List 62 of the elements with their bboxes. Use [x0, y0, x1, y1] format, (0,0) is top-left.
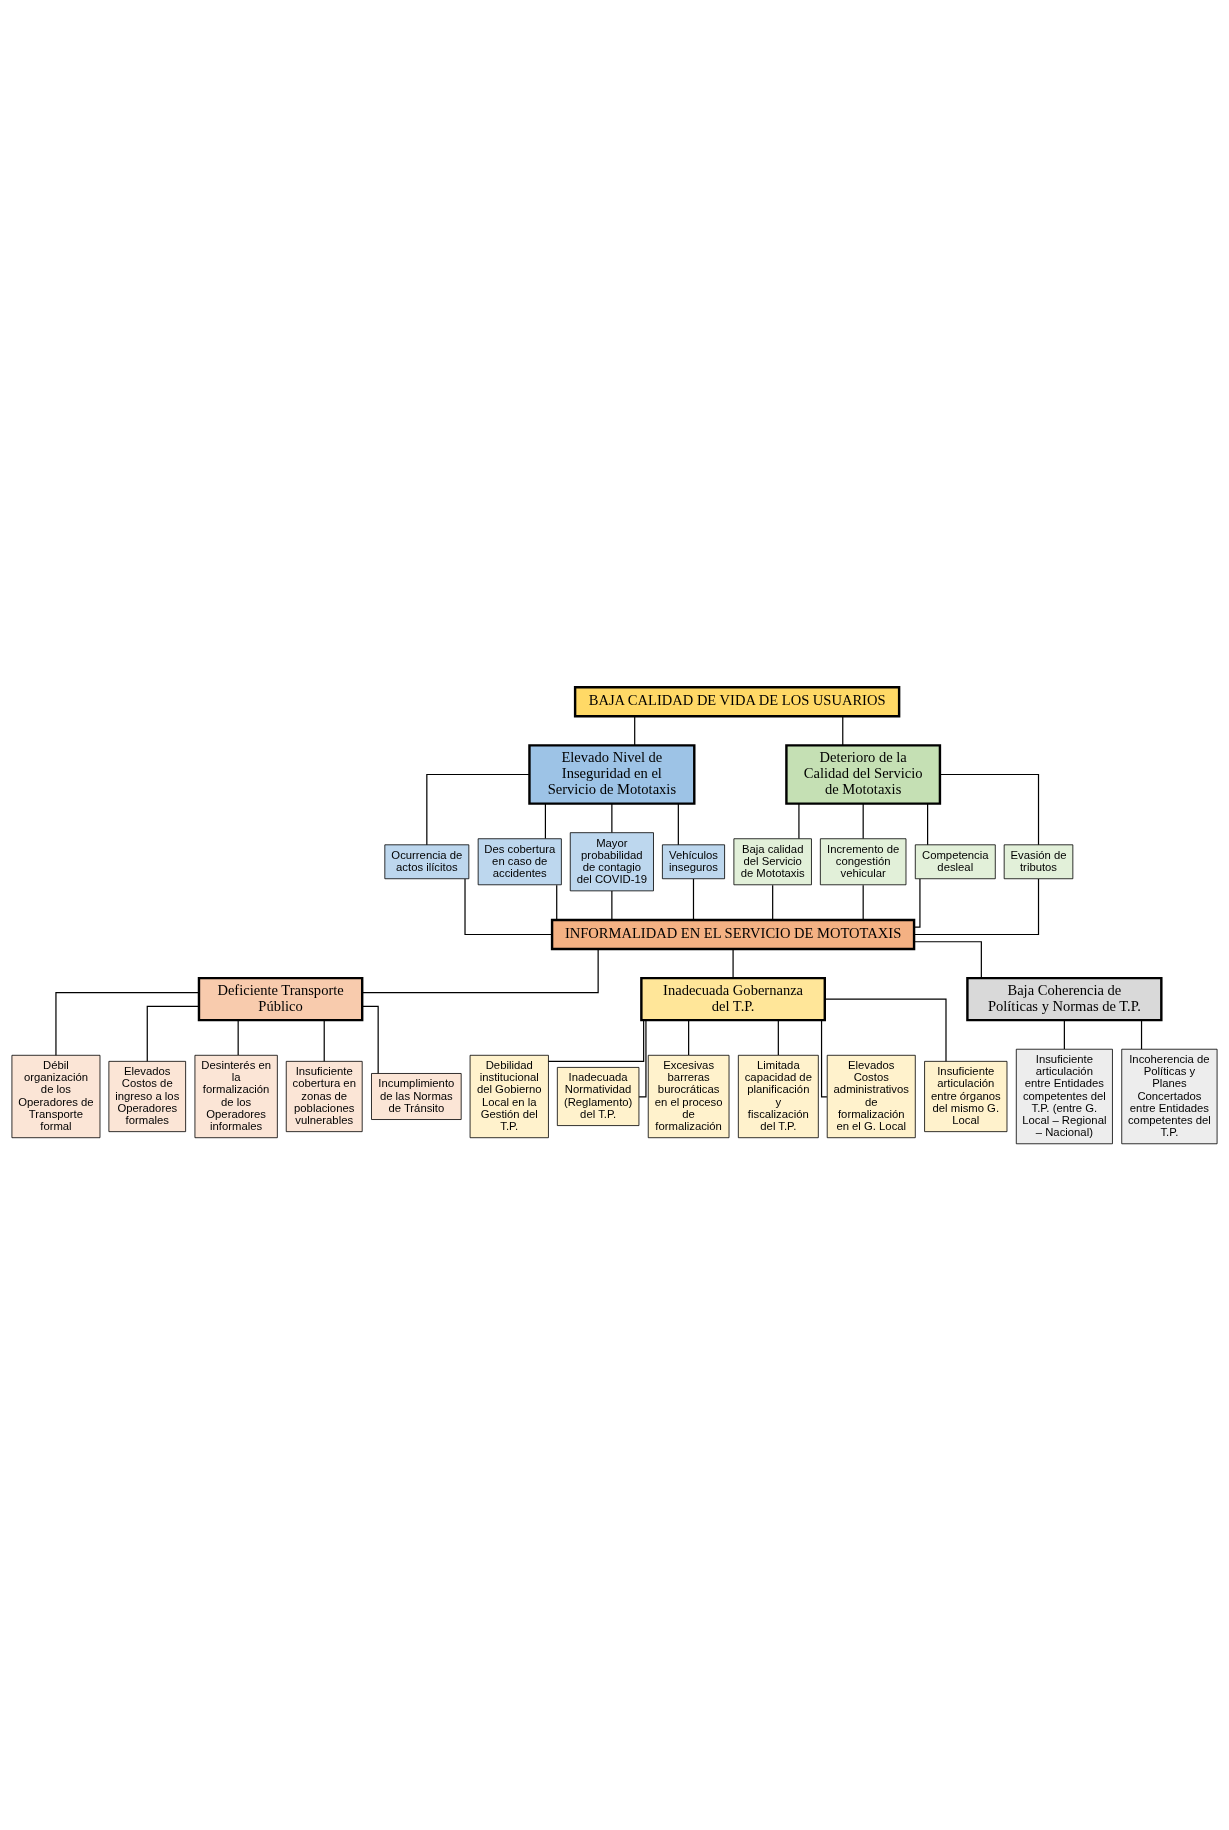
connector — [688, 1019, 690, 1056]
connector — [862, 802, 864, 839]
connector — [361, 948, 599, 993]
connector — [361, 1005, 379, 1074]
connector — [611, 889, 613, 920]
connector — [772, 884, 774, 920]
connector — [913, 940, 982, 979]
connector — [913, 877, 921, 928]
connector — [544, 802, 546, 839]
node-box: Des cobertura en caso de accidentes — [477, 837, 562, 885]
connector — [798, 802, 800, 839]
node-box: BAJA CALIDAD DE VIDA DE LOS USUARIOS — [573, 685, 901, 718]
connector — [611, 802, 613, 833]
node-box: Competencia desleal — [914, 843, 996, 879]
connector — [777, 1019, 779, 1056]
connector — [820, 1019, 828, 1097]
connector — [939, 773, 1040, 845]
node-box: Insuficiente cobertura en zonas de poblaciones vulnerables — [285, 1060, 363, 1132]
connector — [426, 773, 530, 845]
node-box: Limitada capacidad de planificación y fiscalización del T.P. — [737, 1054, 819, 1138]
connector — [237, 1019, 239, 1056]
node-box: Deficiente Transporte Público — [197, 976, 364, 1021]
connector — [732, 948, 734, 978]
connector — [55, 991, 200, 1056]
connector — [862, 884, 864, 920]
node-box: Elevados Costos de ingreso a los Operadores formales — [108, 1060, 187, 1132]
node-box: Incoherencia de Políticas y Planes Concertados entre Entidades competentes del T.P. — [1121, 1048, 1218, 1144]
connector — [556, 884, 558, 920]
connector — [927, 802, 929, 845]
connector — [677, 802, 679, 845]
connector — [146, 1005, 200, 1062]
node-box: Desinterés en la formalización de los Operadores informales — [194, 1054, 278, 1138]
connector — [634, 715, 636, 746]
node-box: Elevado Nivel de Inseguridad en el Servicio de Mototaxis — [528, 743, 696, 805]
node-box: Inadecuada Gobernanza del T.P. — [640, 976, 826, 1021]
node-box: Deterioro de la Calidad del Servicio de Mototaxis — [785, 743, 942, 805]
connector — [692, 877, 695, 920]
connector — [323, 1019, 325, 1062]
connector — [1063, 1019, 1065, 1050]
node-box: Vehículos inseguros — [661, 843, 725, 879]
connector — [913, 877, 1040, 935]
node-box: Baja calidad del Servicio de Mototaxis — [733, 837, 812, 885]
node-box: Debilidad institucional del Gobierno Local en la Gestión del T.P. — [469, 1054, 549, 1138]
connector — [547, 1019, 645, 1062]
node-box: Elevados Costos administrativos de formalización en el G. Local — [826, 1054, 916, 1138]
node-box: Evasión de tributos — [1003, 843, 1074, 879]
node-box: Inadecuada Normatividad (Reglamento) del T.P. — [556, 1066, 640, 1126]
node-box: Incumplimiento de las Normas de Tránsito — [371, 1072, 462, 1120]
node-box: Mayor probabilidad de contagio del COVID-19 — [569, 831, 654, 891]
connector — [1140, 1019, 1143, 1050]
node-box: Ocurrencia de actos ilícitos — [384, 843, 470, 879]
node-box: Insuficiente articulación entre Entidades competentes del T.P. (entre G. Local – Regional – Nacional) — [1015, 1048, 1113, 1144]
node-box: Incremento de congestión vehicular — [819, 837, 907, 885]
node-box: Excesivas barreras burocráticas en el proceso de formalización — [647, 1054, 730, 1138]
connector — [842, 715, 844, 746]
node-box: Débil organización de los Operadores de Transporte formal — [11, 1054, 101, 1138]
connector — [638, 1019, 647, 1097]
node-box: Insuficiente articulación entre órganos del mismo G. Local — [924, 1060, 1008, 1132]
connector — [464, 877, 553, 935]
connector — [824, 998, 947, 1062]
node-box: Baja Coherencia de Políticas y Normas de T.P. — [966, 976, 1163, 1021]
node-box: INFORMALIDAD EN EL SERVICIO DE MOTOTAXIS — [550, 918, 916, 950]
